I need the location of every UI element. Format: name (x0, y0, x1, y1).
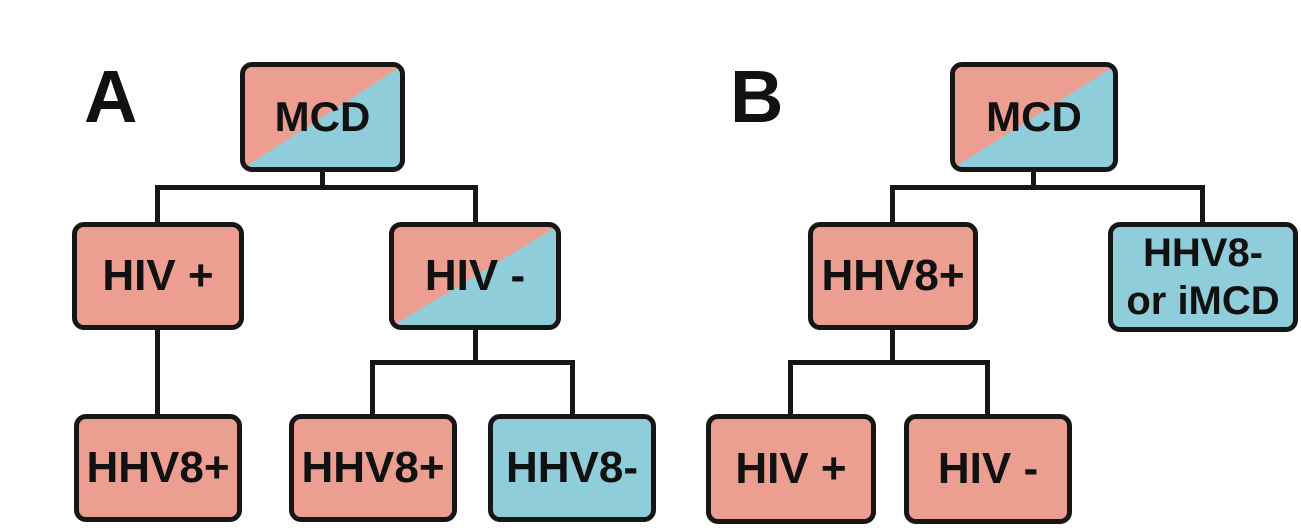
node-hiv-negative-b: HIV - (904, 414, 1072, 524)
node-hhv8-positive-mid-a: HHV8+ (289, 414, 457, 522)
node-hiv-negative-a-text: HIV - (424, 250, 526, 300)
connector-b-level1-horizontal (890, 185, 1205, 190)
connector-b-to-hhv8-positive (890, 185, 895, 225)
connector-b-to-hhv8-negative-imcd (1200, 185, 1205, 225)
node-hiv-positive-b-text: HIV + (735, 443, 847, 493)
node-hhv8-negative-imcd-b-line1: HHV8- (1142, 231, 1264, 275)
node-hhv8-positive-b: HHV8+ (808, 222, 978, 330)
connector-a-to-hhv8-positive-mid (370, 360, 375, 416)
connector-b-level2-horizontal (788, 360, 990, 365)
node-hiv-positive-a-text: HIV + (102, 250, 214, 300)
connector-a-level2-horizontal (370, 360, 575, 365)
node-mcd-a-text: MCD (274, 92, 371, 140)
connector-a-root-stub (320, 170, 325, 188)
connector-a-level1-horizontal (155, 185, 478, 190)
connector-b-root-stub (1031, 170, 1036, 188)
connector-b-to-hiv-negative (985, 360, 990, 416)
connector-a-hiv-negative-stub (473, 328, 478, 364)
node-hiv-negative-a: HIV - (389, 222, 561, 330)
connector-a-to-hiv-positive (155, 185, 160, 225)
node-hhv8-positive-left-a-text: HHV8+ (86, 442, 230, 492)
connector-b-to-hiv-positive (788, 360, 793, 416)
node-mcd-b-text: MCD (986, 92, 1082, 140)
node-hhv8-positive-mid-a-text: HHV8+ (301, 442, 445, 492)
node-hiv-positive-b: HIV + (706, 414, 876, 524)
node-hiv-positive-a: HIV + (72, 222, 244, 330)
connector-b-hhv8-positive-stub (890, 328, 895, 364)
panel-b-label: B (730, 55, 784, 138)
connector-a-to-hhv8-negative (570, 360, 575, 416)
node-mcd-b: MCD (950, 62, 1118, 172)
connector-a-hiv-positive-to-hhv8-positive (155, 328, 160, 416)
panel-a-label: A (84, 55, 138, 138)
node-hhv8-positive-b-text: HHV8+ (821, 250, 965, 300)
node-hhv8-negative-imcd-b: HHV8- or iMCD (1108, 222, 1298, 332)
node-mcd-a: MCD (240, 62, 405, 172)
node-hhv8-negative-imcd-b-line2: or iMCD (1126, 279, 1280, 323)
connector-a-to-hiv-negative (473, 185, 478, 225)
node-hhv8-negative-a-text: HHV8- (505, 442, 639, 492)
node-hhv8-negative-a: HHV8- (488, 414, 656, 522)
node-hhv8-positive-left-a: HHV8+ (74, 414, 242, 522)
node-hiv-negative-b-text: HIV - (937, 443, 1039, 493)
